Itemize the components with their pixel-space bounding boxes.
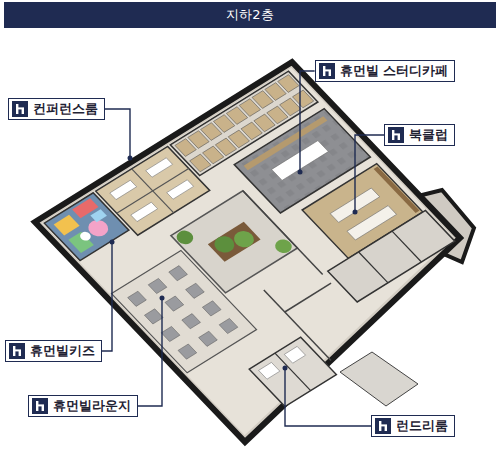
callout-label: 컨퍼런스룸	[33, 101, 98, 118]
title-bar: 지하2층	[4, 2, 496, 28]
logo-icon	[375, 418, 391, 434]
callout-box: 런드리룸	[371, 415, 455, 437]
callout-label: 런드리룸	[396, 418, 448, 435]
callout-label: 휴먼빌키즈	[30, 343, 95, 360]
leader-line	[138, 298, 162, 406]
leader-dot	[160, 296, 165, 301]
logo-icon	[32, 398, 48, 414]
callout-box: 휴먼빌라운지	[28, 395, 138, 417]
leader-dot	[110, 240, 115, 245]
logo-icon	[12, 101, 28, 117]
logo-icon	[9, 343, 25, 359]
leader-line	[355, 135, 384, 212]
leader-dot	[128, 156, 133, 161]
title: 지하2층	[226, 6, 273, 24]
callout-label: 휴먼빌라운지	[53, 398, 131, 415]
leader-line	[285, 368, 371, 426]
logo-icon	[388, 127, 404, 143]
leader-dot	[283, 366, 288, 371]
callout-box: 컨퍼런스룸	[8, 98, 105, 120]
callout-box: 휴먼빌키즈	[5, 340, 102, 362]
leader-line	[105, 109, 130, 158]
callout-label: 북클럽	[409, 127, 448, 144]
callout-label: 휴먼빌 스터디카페	[340, 63, 448, 80]
leader-dot	[353, 210, 358, 215]
callout-box: 북클럽	[384, 124, 455, 146]
callout-box: 휴먼빌 스터디카페	[315, 60, 455, 82]
leader-line	[300, 71, 315, 172]
logo-icon	[319, 63, 335, 79]
leader-dot	[298, 170, 303, 175]
leader-line	[102, 242, 112, 351]
